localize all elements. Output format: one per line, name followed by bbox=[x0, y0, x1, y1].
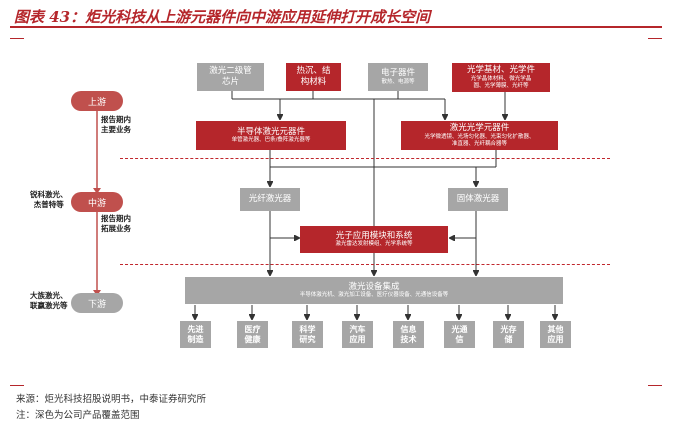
corner-tick bbox=[648, 38, 662, 39]
component-laser-optics: 激光光学元器件 光学微透镜、光场匀化器、光束匀化扩散器、 准直器、光纤耦合器等 bbox=[401, 121, 558, 150]
upstream-note: 报告期内 主要业务 bbox=[101, 115, 131, 135]
downstream-peers: 大族激光、 联赢激光等 bbox=[30, 291, 68, 311]
corner-tick bbox=[10, 38, 24, 39]
app-optical-storage: 光存 储 bbox=[493, 321, 524, 348]
figure-title: 图表 43：炬光科技从上游元器件向中游应用延伸打开成长空间 bbox=[14, 8, 431, 26]
separator-line bbox=[120, 264, 610, 265]
app-advanced-manufacturing: 先进 制造 bbox=[180, 321, 211, 348]
material-optics: 光学基材、光学件 光学晶体材料、微光学晶 圆、光学薄膜、光纤等 bbox=[452, 63, 550, 92]
midstream-note: 报告期内 拓展业务 bbox=[101, 214, 131, 234]
app-automotive: 汽车 应用 bbox=[342, 321, 373, 348]
fiber-laser: 光纤激光器 bbox=[240, 188, 300, 211]
corner-tick bbox=[10, 385, 24, 386]
app-other: 其他 应用 bbox=[540, 321, 571, 348]
title-rule bbox=[10, 26, 662, 28]
solid-state-laser: 固体激光器 bbox=[448, 188, 508, 211]
equipment-integration: 激光设备集成 半导体激光机、激光加工设备、医疗仪器设备、光通信设备等 bbox=[185, 277, 563, 304]
app-information-tech: 信息 技术 bbox=[393, 321, 424, 348]
material-heatsink: 热沉、结 构材料 bbox=[286, 63, 341, 91]
material-chip: 激光二级管 芯片 bbox=[197, 63, 264, 91]
footnote: 注：深色为公司产品覆盖范围 bbox=[16, 410, 140, 421]
component-semiconductor-laser: 半导体激光元器件 单管激光器、巴条/叠阵激光器等 bbox=[196, 121, 346, 150]
stage-upstream: 上游 bbox=[71, 91, 123, 111]
corner-tick bbox=[648, 385, 662, 386]
photonic-module: 光子应用模块和系统 激光雷达发射模组、光学系统等 bbox=[300, 226, 448, 253]
midstream-peers: 锐科激光、 杰普特等 bbox=[30, 190, 68, 210]
material-electronics: 电子器件 散热、电源等 bbox=[368, 63, 428, 91]
app-optical-comm: 光通 信 bbox=[444, 321, 475, 348]
source-note: 来源：炬光科技招股说明书，中泰证券研究所 bbox=[16, 394, 207, 405]
app-research: 科学 研究 bbox=[292, 321, 323, 348]
app-healthcare: 医疗 健康 bbox=[237, 321, 268, 348]
separator-line bbox=[120, 158, 610, 159]
stage-downstream: 下游 bbox=[71, 293, 123, 313]
stage-midstream: 中游 bbox=[71, 192, 123, 212]
